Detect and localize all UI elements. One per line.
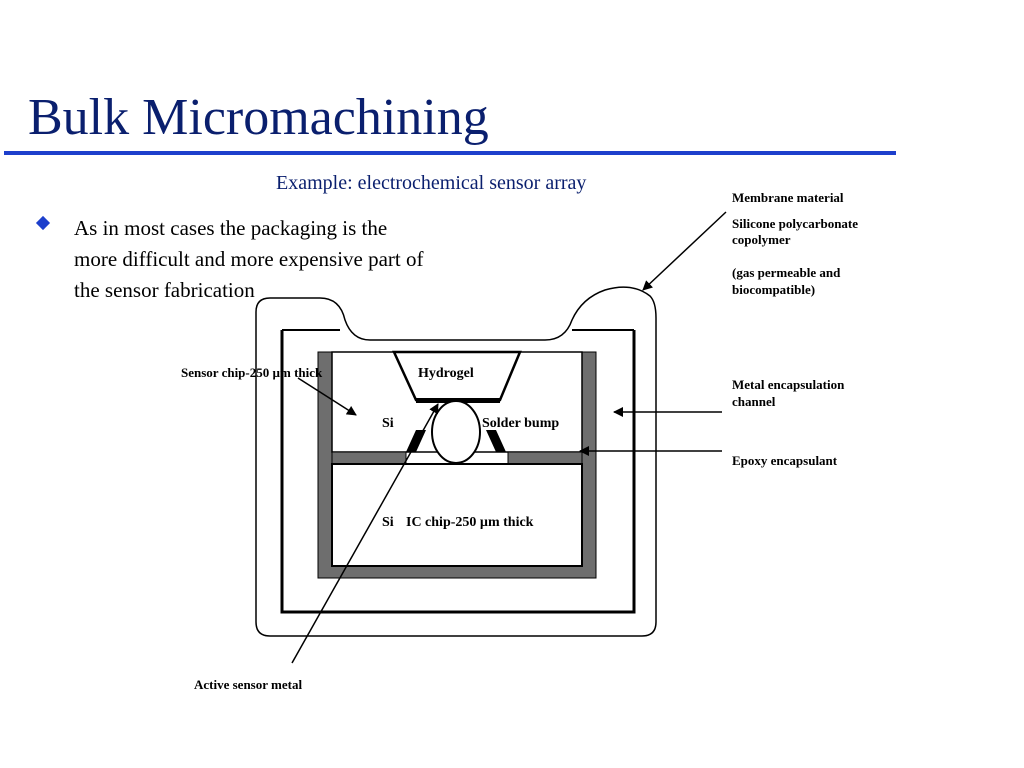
- arrow-active-metal: [291, 403, 439, 664]
- slide-subtitle: Example: electrochemical sensor array: [276, 172, 587, 194]
- membrane-shell: [255, 286, 657, 637]
- label-si-lower: Si: [382, 515, 394, 530]
- label-ic-chip: IC chip-250 µm thick: [406, 515, 534, 530]
- label-silicone-line2: copolymer: [732, 232, 791, 247]
- label-gas-line2: biocompatible): [732, 282, 815, 297]
- label-hydrogel: Hydrogel: [418, 366, 474, 381]
- epoxy-bar-right: [507, 451, 583, 465]
- ic-chip: [331, 463, 583, 567]
- label-active-sensor-metal: Active sensor metal: [194, 677, 302, 692]
- label-epoxy: Epoxy encapsulant: [732, 453, 838, 468]
- arrow-membrane: [642, 211, 727, 291]
- bullet-text: As in most cases the packaging is the mo…: [74, 216, 424, 302]
- label-silicone-line1: Silicone polycarbonate: [732, 216, 858, 231]
- label-si-upper: Si: [382, 416, 394, 431]
- label-membrane-material: Membrane material: [732, 190, 844, 205]
- label-sensor-chip: Sensor chip-250 µm thick: [181, 365, 323, 380]
- arrow-sensor-chip: [297, 377, 357, 416]
- solder-bump: [431, 400, 481, 464]
- bump-pad-right: [486, 430, 506, 452]
- slide-title: Bulk Micromachining: [28, 89, 489, 146]
- membrane-inner-wall: [280, 330, 636, 614]
- label-metal-channel-line1: Metal encapsulation: [732, 377, 845, 392]
- label-metal-channel-line2: channel: [732, 394, 776, 409]
- title-divider: [4, 151, 896, 155]
- label-gas-line1: (gas permeable and: [732, 265, 841, 280]
- epoxy-bar-left: [331, 451, 407, 465]
- label-solder-bump: Solder bump: [482, 416, 559, 431]
